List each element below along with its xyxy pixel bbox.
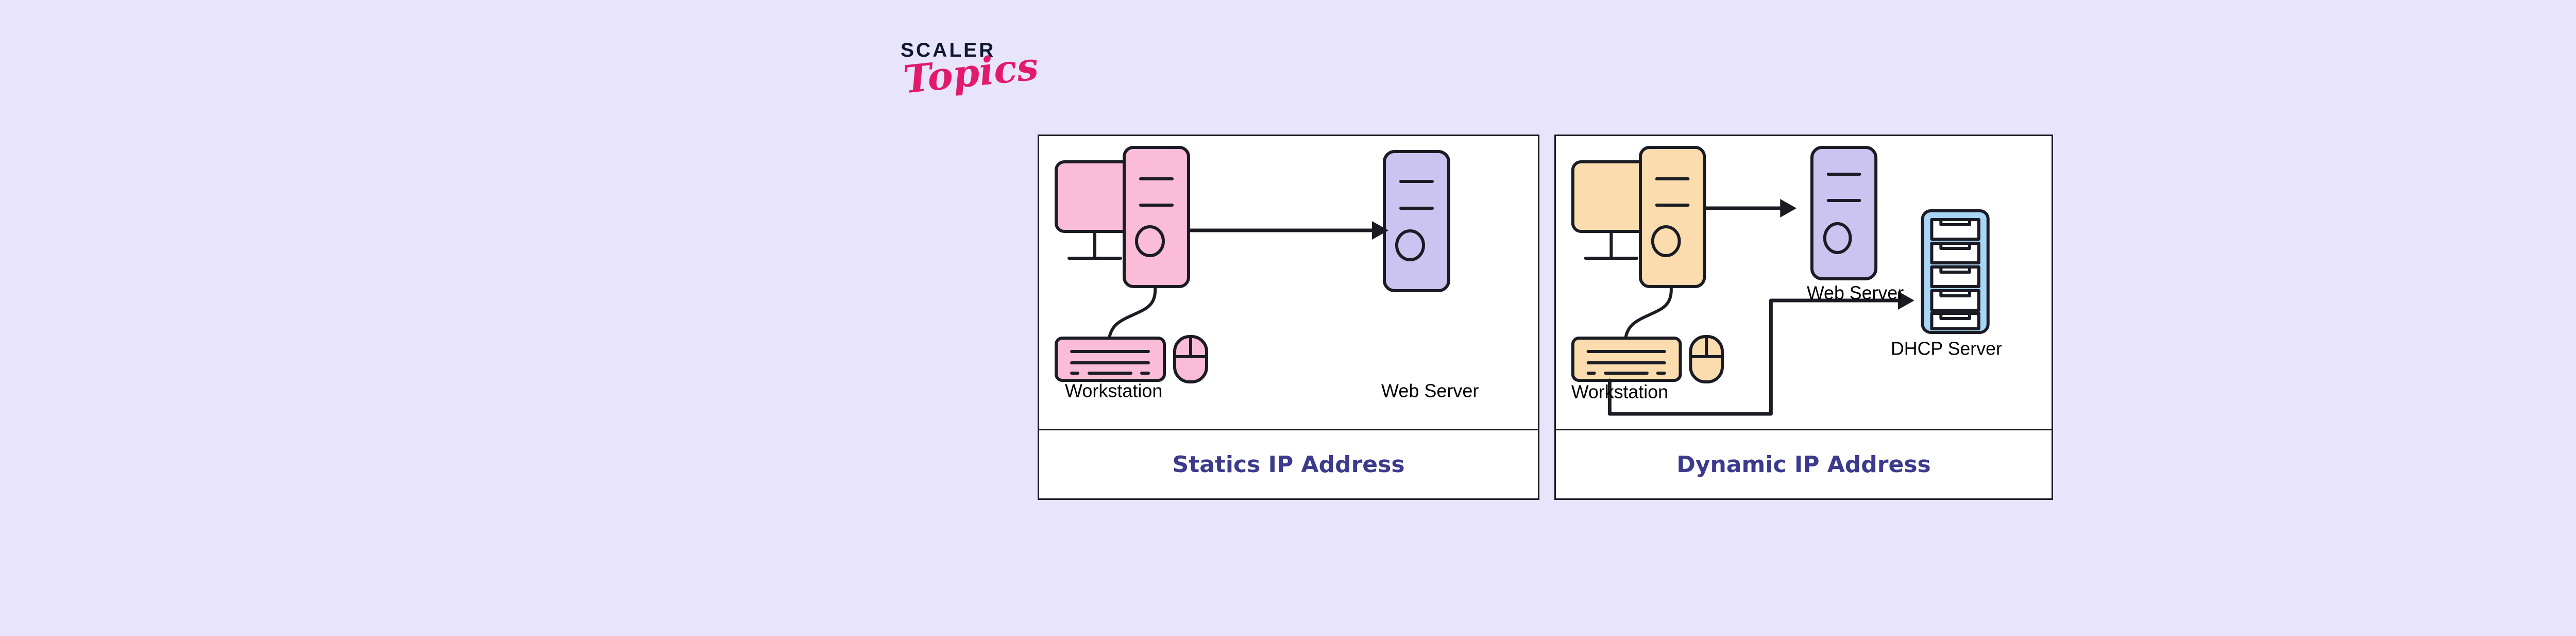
label-workstation: Workstation <box>1065 380 1162 401</box>
label-workstation: Workstation <box>1571 382 1668 403</box>
caption-static-ip-text: Statics IP Address <box>1172 451 1405 478</box>
computer-tower-icon <box>1638 146 1706 288</box>
keyboard-icon <box>1571 337 1682 382</box>
web-server-tower-icon <box>1383 150 1450 292</box>
label-web-server: Web Server <box>1381 380 1479 401</box>
dynamic-ip-diagram-svg: Workstation Web Server DHCP Server <box>1571 146 2002 416</box>
mouse-icon <box>1173 335 1208 383</box>
static-ip-figure: Workstation Web Server <box>1039 136 1538 430</box>
caption-dynamic-ip: Dynamic IP Address <box>1556 429 2052 498</box>
web-server-tower-icon <box>1810 146 1878 280</box>
keyboard-icon <box>1055 337 1166 382</box>
logo-scaler-text: SCALER <box>901 39 996 61</box>
arrow-workstation-to-web-server <box>1703 199 1797 217</box>
label-dhcp-server: DHCP Server <box>1891 339 2002 359</box>
arrow-workstation-to-dhcp-server <box>1607 291 1914 416</box>
caption-static-ip: Statics IP Address <box>1039 429 1538 498</box>
panel-dynamic-ip: Workstation Web Server DHCP Server Dynam… <box>1554 135 2053 500</box>
mouse-icon <box>1689 335 1724 383</box>
dynamic-ip-figure: Workstation Web Server DHCP Server <box>1556 136 2052 430</box>
monitor-icon <box>1571 160 1651 260</box>
static-ip-diagram-svg: Workstation Web Server <box>1055 146 1479 401</box>
arrow-workstation-to-web-server <box>1188 221 1388 240</box>
caption-dynamic-ip-text: Dynamic IP Address <box>1676 451 1931 478</box>
monitor-icon <box>1055 160 1135 260</box>
dhcp-server-rack-icon <box>1921 209 1990 334</box>
panel-static-ip: Workstation Web Server Statics IP Addres… <box>1038 135 1539 500</box>
scaler-topics-logo: SCALER Topics <box>901 40 1055 138</box>
computer-tower-icon <box>1123 146 1190 288</box>
label-web-server: Web Server <box>1807 283 1904 304</box>
